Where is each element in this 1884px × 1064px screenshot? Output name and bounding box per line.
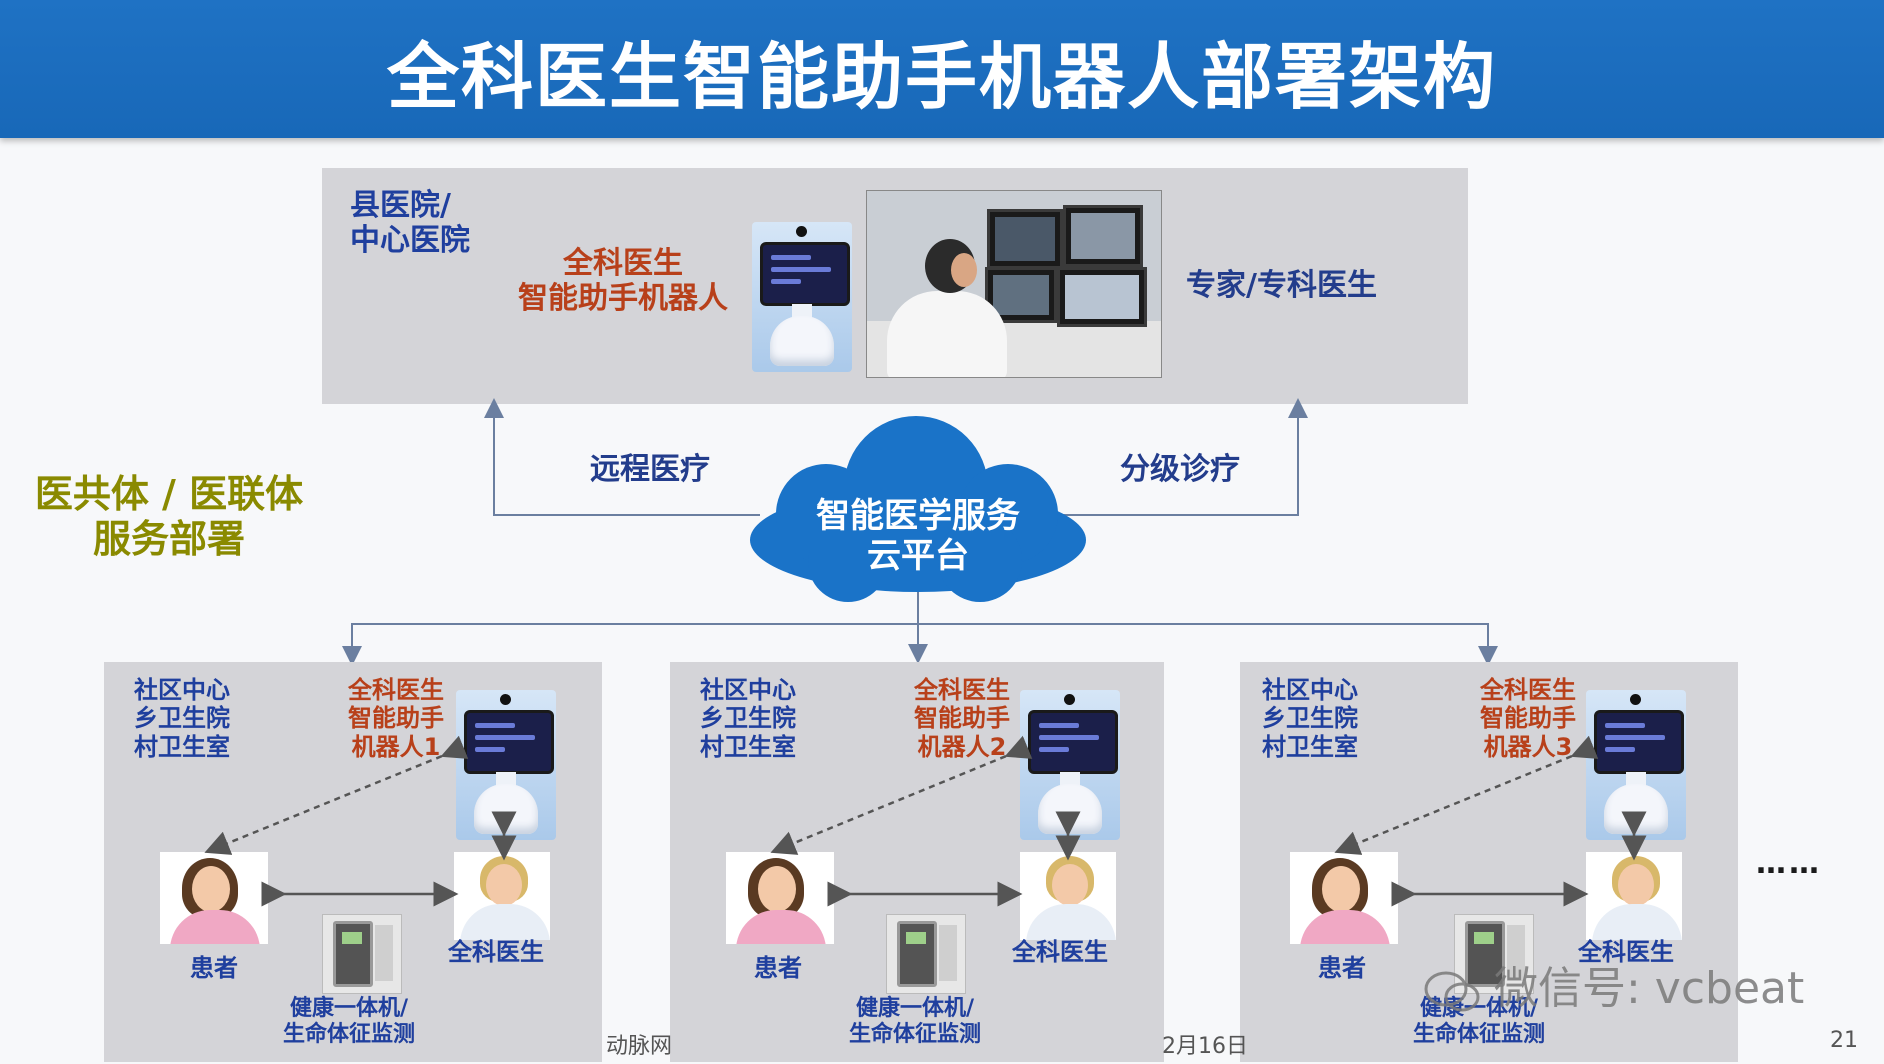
watermark-text: 微信号: vcbeat (1494, 963, 1805, 1014)
page-title: 全科医生智能助手机器人部署架构 (386, 35, 1497, 119)
device-label: 健康一体机/ 生命体征监测 (282, 996, 415, 1047)
cloud-platform-label: 智能医学服务 云平台 (816, 496, 1020, 577)
doctor-avatar (1586, 852, 1682, 940)
wechat-icon (1424, 969, 1480, 1013)
health-device-icon (886, 914, 966, 994)
doctor-workstation-photo (866, 190, 1162, 378)
doctor-avatar (1020, 852, 1116, 940)
unit-2: 社区中心 乡卫生院 村卫生室 全科医生 智能助手 机器人2 患者 全科医生 健康… (670, 662, 1164, 1062)
patient-avatar (726, 852, 834, 944)
hospital-label: 县医院/ 中心医院 (350, 188, 470, 259)
unit-robot-icon (1020, 690, 1120, 840)
tiered-care-label: 分级诊疗 (1120, 452, 1240, 487)
more-ellipsis: …… (1756, 846, 1822, 881)
unit-3: 社区中心 乡卫生院 村卫生室 全科医生 智能助手 机器人3 患者 全科医生 健康… (1240, 662, 1738, 1062)
unit-1: 社区中心 乡卫生院 村卫生室 全科医生 智能助手 机器人1 患者 全科医生 健康… (104, 662, 602, 1062)
doctor-avatar (454, 852, 550, 940)
footer-page-number: 21 (1830, 1028, 1858, 1053)
patient-avatar (160, 852, 268, 944)
top-robot-label: 全科医生 智能助手机器人 (518, 246, 728, 317)
health-device-icon (1454, 914, 1534, 994)
doctor-label: 全科医生 (448, 938, 544, 966)
footer-date: 2月16日 (1162, 1034, 1248, 1059)
doctor-label: 全科医生 (1012, 938, 1108, 966)
service-deployment-label: 医共体 / 医联体 服务部署 (34, 472, 304, 561)
remote-care-label: 远程医疗 (590, 452, 710, 487)
patient-label: 患者 (754, 954, 802, 982)
cloud-shape (750, 416, 1086, 602)
device-label: 健康一体机/ 生命体征监测 (848, 996, 981, 1047)
wechat-watermark: 微信号: vcbeat (1424, 952, 1804, 1016)
patient-label: 患者 (1318, 954, 1366, 982)
patient-label: 患者 (190, 954, 238, 982)
patient-avatar (1290, 852, 1398, 944)
top-robot-icon (752, 222, 852, 372)
title-bar: 全科医生智能助手机器人部署架构 (0, 0, 1884, 138)
footer-source: 动脉网 (606, 1034, 673, 1059)
doctor-label: 全科医生 (1578, 938, 1674, 966)
experts-label: 专家/专科医生 (1186, 268, 1377, 303)
health-device-icon (322, 914, 402, 994)
